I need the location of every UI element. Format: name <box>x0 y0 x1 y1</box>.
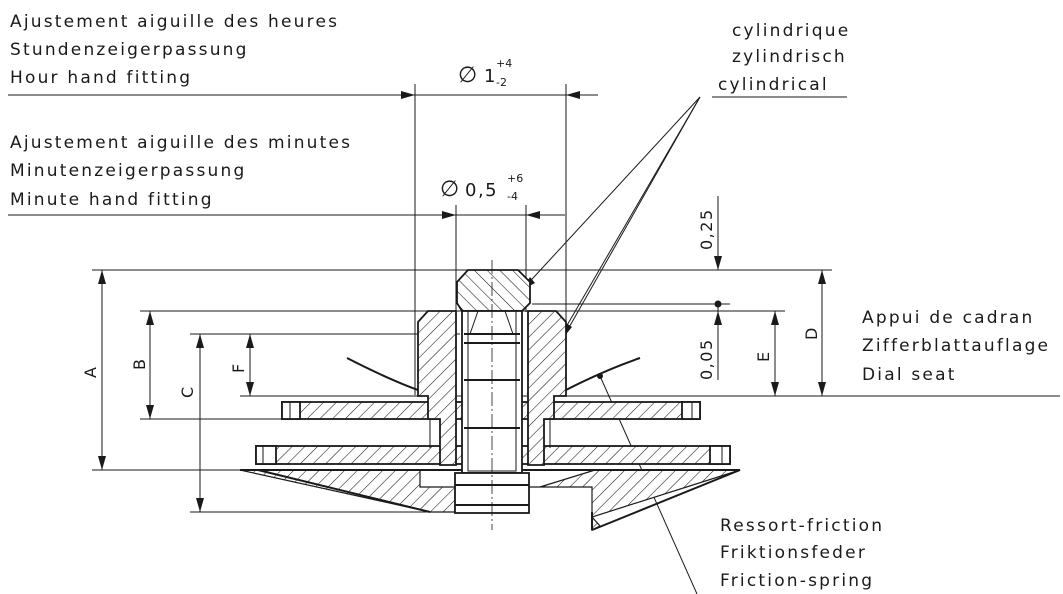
hour-fitting-label: Ajustement aiguille des heures Stundenze… <box>10 12 339 88</box>
lower-wheel-end-right <box>709 445 731 465</box>
cylindrical-en: cylindrical <box>718 75 829 95</box>
hour-fitting-fr: Ajustement aiguille des heures <box>10 12 339 32</box>
hour-diameter-symbol: ∅ <box>458 63 479 88</box>
dial-seat-en: Dial seat <box>862 365 957 385</box>
minute-tol-plus: +6 <box>507 172 523 185</box>
dim-e-arrow-top <box>771 311 779 325</box>
lower-wheel-end-left <box>255 445 277 465</box>
dial-seat-de: Zifferblattauflage <box>862 336 1050 356</box>
hour-tube-right <box>527 310 567 466</box>
dim-d-label: D <box>802 326 821 340</box>
dim-005-arrow <box>714 311 722 325</box>
dim-c-label: C <box>178 385 197 398</box>
minute-fitting-de: Minutenzeigerpassung <box>10 161 246 181</box>
minute-fitting-en: Minute hand fitting <box>10 190 214 210</box>
minute-arbor-head <box>456 269 531 312</box>
dim-b-arrow-bottom <box>146 405 154 419</box>
minute-arbor <box>454 269 531 514</box>
cylindrical-leader-3 <box>562 96 701 339</box>
hour-diameter-value: 1 <box>484 66 497 87</box>
cylindrical-label: cylindrique zylindrisch cylindrical <box>718 21 850 95</box>
upper-wheel-end-right <box>681 401 701 420</box>
hour-tol-plus: +4 <box>496 57 512 70</box>
minute-diameter-symbol: ∅ <box>440 177 461 202</box>
dim-dot <box>714 300 722 308</box>
hour-fitting-en: Hour hand fitting <box>10 68 192 88</box>
dim-b-label: B <box>130 358 149 370</box>
friction-spring-en: Friction-spring <box>720 571 874 591</box>
dim-f-arrow-bottom <box>246 382 254 396</box>
hour-tol-minus: -2 <box>496 76 507 89</box>
dim-a-label: A <box>81 366 100 378</box>
dim-a-arrow-top <box>98 270 106 284</box>
dim-f-arrow-top <box>246 334 254 348</box>
friction-spring-label: Ressort-friction Friktionsfeder Friction… <box>720 516 884 591</box>
dim-025-label: 0,25 <box>697 208 716 250</box>
dial-seat-fr: Appui de cadran <box>862 308 1035 328</box>
hour-tube-left <box>417 310 457 466</box>
minute-dim-arrow-left <box>442 211 456 219</box>
friction-spring-left <box>346 357 419 391</box>
hour-dim-arrow-left <box>401 91 415 99</box>
minute-fitting-fr: Ajustement aiguille des minutes <box>10 133 352 153</box>
dim-d-arrow-bottom <box>818 382 826 396</box>
minute-fitting-label: Ajustement aiguille des minutes Minutenz… <box>10 133 352 210</box>
dim-d-arrow-top <box>818 270 826 284</box>
cylindrical-leader-1 <box>521 96 701 291</box>
dim-a-arrow-bottom <box>98 456 106 470</box>
dim-f-label: F <box>229 362 248 373</box>
minute-tol-minus: -4 <box>507 190 518 203</box>
dim-c-arrow-bottom <box>196 498 204 512</box>
upper-wheel-end-left <box>281 401 301 420</box>
dim-c-arrow-top <box>196 334 204 348</box>
cylindrical-de: zylindrisch <box>732 47 847 67</box>
minute-dim-arrow-right <box>526 211 540 219</box>
minute-diameter-dim: ∅ 0,5 +6 -4 <box>440 172 523 203</box>
dim-e-arrow-bottom <box>771 382 779 396</box>
dial-seat-label: Appui de cadran Zifferblattauflage Dial … <box>862 308 1050 385</box>
dim-025-arrow <box>714 256 722 270</box>
hour-diameter-dim: ∅ 1 +4 -2 <box>458 57 512 89</box>
dim-005-label: 0,05 <box>697 338 716 380</box>
minute-diameter-value: 0,5 <box>465 180 498 201</box>
dim-b-arrow-top <box>146 311 154 325</box>
friction-spring-de: Friktionsfeder <box>720 543 867 563</box>
cylindrical-fr: cylindrique <box>732 21 850 41</box>
plate-bevel-right <box>591 469 741 531</box>
hour-dim-arrow-right <box>566 91 580 99</box>
hour-fitting-de: Stundenzeigerpassung <box>10 40 249 60</box>
plate-bevel-left <box>257 469 431 513</box>
hour-tube <box>417 310 567 466</box>
friction-spring-right <box>565 357 641 391</box>
friction-spring-fr: Ressort-friction <box>720 516 884 536</box>
dim-e-label: E <box>754 350 773 362</box>
